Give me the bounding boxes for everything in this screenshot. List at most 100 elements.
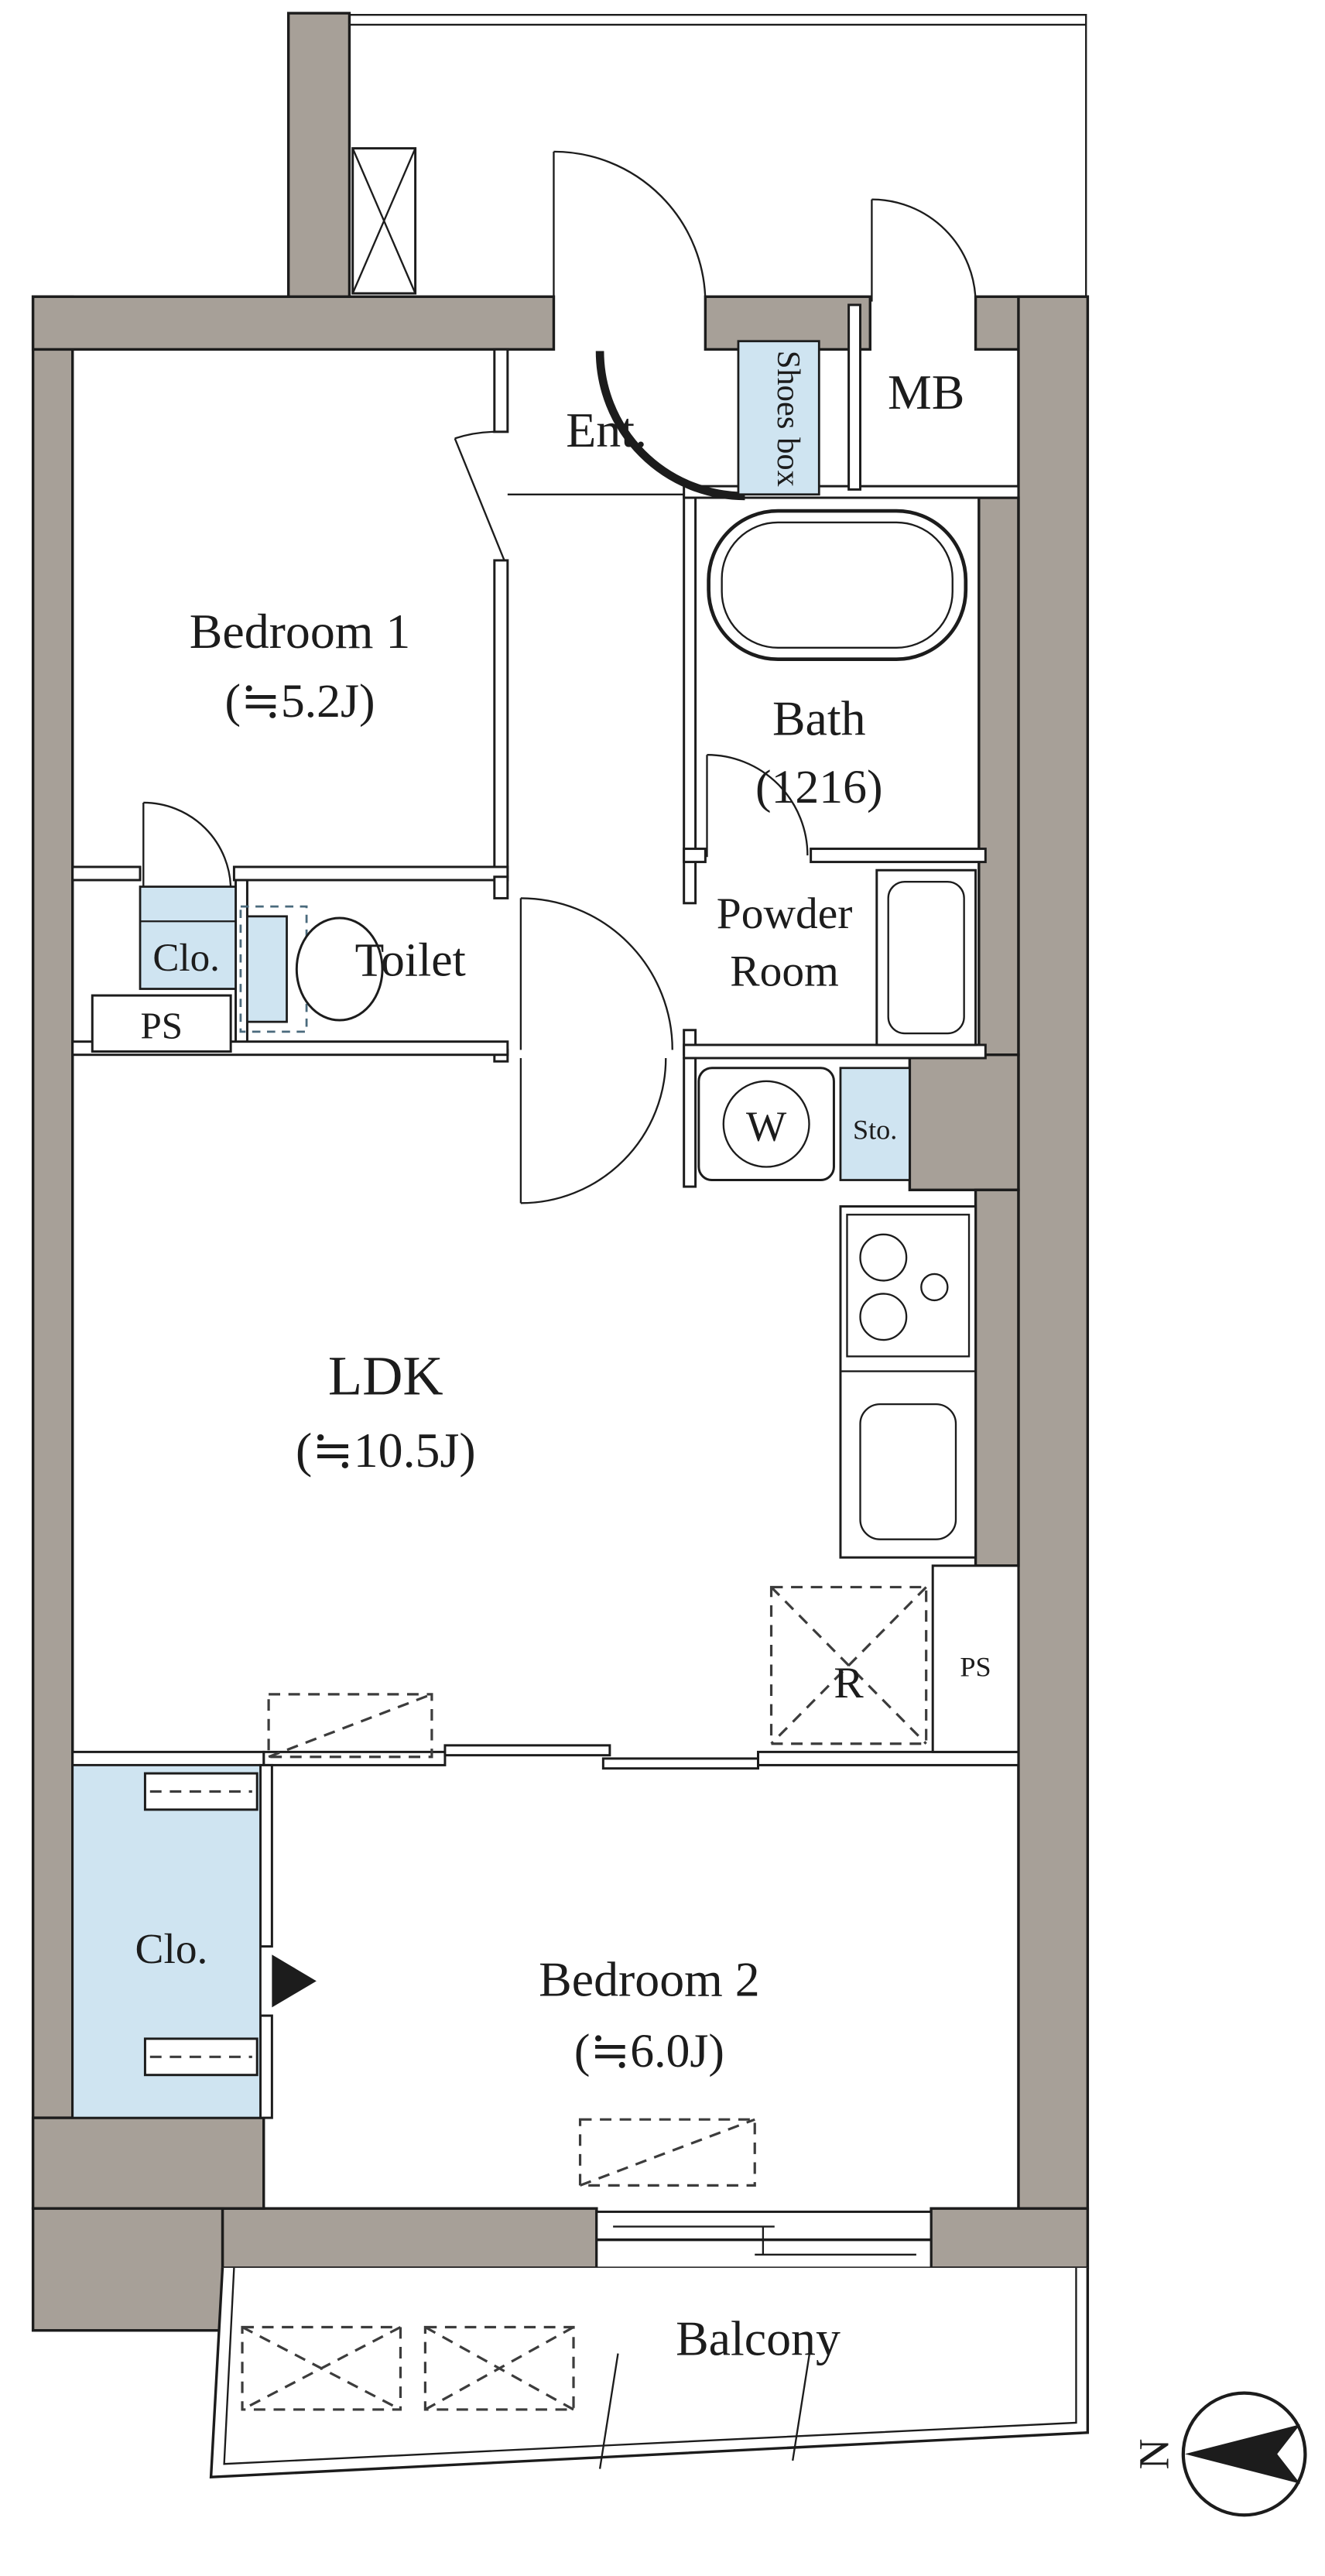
- wall-top-left: [31, 295, 556, 351]
- wall-storage-right: [908, 1053, 1020, 1192]
- closet1-door-arc: [143, 801, 232, 890]
- kitchen-sink: [859, 1403, 957, 1540]
- toilet-outline: [239, 905, 308, 1033]
- label-pipe-space2: PS: [960, 1651, 991, 1682]
- refrigerator-x2: [770, 1586, 927, 1745]
- compass: N: [1131, 2391, 1307, 2517]
- sliding-door-panel2: [601, 1757, 759, 1770]
- label-closet2: Clo.: [135, 1925, 208, 1972]
- wall-corridor-left: [286, 12, 351, 307]
- toilet-door-arc: [520, 897, 673, 1050]
- shoes-box: [737, 340, 820, 496]
- label-bath-size: (1216): [755, 761, 883, 814]
- pipe-space1-box: [91, 994, 232, 1053]
- doors: [142, 351, 809, 1204]
- label-powder-line2: Room: [730, 947, 839, 995]
- wall-kitchen-back: [974, 1188, 1020, 1567]
- balcony-rail-inner: [223, 2267, 1077, 2465]
- label-bedroom1: Bedroom 1: [190, 604, 411, 659]
- wall-toilet-right-a: [493, 875, 509, 899]
- label-refrigerator: R: [834, 1659, 864, 1708]
- toilet-bowl: [295, 916, 384, 1022]
- wall-powder-bottom: [683, 1043, 987, 1060]
- outer-walls: [31, 295, 1090, 2332]
- mb-door-swing-arc: [871, 198, 977, 303]
- label-pipe-space1: PS: [140, 1004, 182, 1046]
- wall-bath-powder-b: [810, 848, 987, 864]
- label-entrance: Ent.: [566, 402, 647, 457]
- label-toilet: Toilet: [355, 934, 466, 987]
- wall-bottom-corner: [31, 2207, 224, 2332]
- wall-washer-nook-left: [683, 1057, 697, 1188]
- label-meter-box: MB: [888, 365, 964, 420]
- wall-closet2-right-a: [258, 1763, 273, 1948]
- common-corridor: [286, 12, 1087, 307]
- ldk-dashed-diagonal: [268, 1693, 433, 1759]
- bedroom2-dashed-cabinet: [578, 2118, 756, 2187]
- wall-bottom-right-seg: [930, 2207, 1090, 2269]
- closet1-box: [139, 886, 237, 990]
- wall-toilet-left: [235, 879, 248, 1050]
- wall-hall-right-a: [683, 493, 697, 905]
- room-labels: Ent. MB Shoes box Bedroom 1 (≒5.2J) Bath…: [135, 351, 991, 2366]
- kitchen-counter: [839, 1205, 977, 1559]
- ldk-door-arc: [520, 1057, 667, 1204]
- balcony-floor: [211, 2267, 1088, 2478]
- bedroom2-dashed-diagonal: [579, 2118, 755, 2187]
- wall-right: [1017, 295, 1090, 2269]
- bedroom1-door-leaf: [454, 437, 505, 561]
- entrance-door-arc: [595, 351, 745, 501]
- sliding-door-panel1: [443, 1744, 611, 1757]
- bathtub-inner: [721, 521, 954, 649]
- balcony-divider2: [792, 2345, 812, 2461]
- pipe-space2-box: [931, 1564, 1020, 1753]
- label-bedroom2-size: (≒6.0J): [574, 2025, 724, 2078]
- compass-north-label: N: [1131, 2438, 1178, 2469]
- label-ldk: LDK: [328, 1344, 443, 1406]
- label-shoes-box: Shoes box: [770, 351, 806, 487]
- stove: [846, 1214, 971, 1358]
- wall-bedroom1-bottom-a: [71, 865, 142, 882]
- balcony-unit2-x2: [424, 2326, 574, 2411]
- washbasin-counter: [875, 868, 977, 1046]
- label-ldk-size: (≒10.5J): [296, 1423, 476, 1478]
- wall-bath-right: [977, 496, 1020, 1057]
- fixtures: [71, 340, 1020, 2269]
- wall-bottom-left-seg: [221, 2207, 598, 2269]
- label-closet1: Clo.: [152, 936, 220, 980]
- balcony-unit1-x2: [241, 2326, 402, 2411]
- duct-shaft-x2: [351, 148, 416, 294]
- washbasin-bowl: [887, 880, 965, 1035]
- washing-machine-drum: [722, 1080, 810, 1168]
- toilet-tank: [246, 915, 288, 1023]
- wall-closet2-right-b: [258, 2014, 273, 2119]
- wall-bath-powder-a: [683, 848, 707, 864]
- wall-bedroom1-right-b: [493, 559, 509, 879]
- burner-3: [920, 1273, 949, 1302]
- label-bedroom2: Bedroom 2: [539, 1952, 760, 2007]
- burner-2: [859, 1293, 908, 1341]
- wall-under-closet: [31, 2116, 265, 2210]
- corridor-border: [349, 13, 1087, 302]
- balcony-rail-outer: [209, 2267, 1090, 2479]
- wall-mb-left: [847, 303, 861, 491]
- label-storage: Sto.: [853, 1114, 897, 1145]
- front-door-swing-arc: [553, 150, 707, 303]
- label-balcony: Balcony: [676, 2311, 841, 2366]
- wall-ldk-bedroom2-b: [757, 1750, 1020, 1766]
- refrigerator-space: [769, 1585, 928, 1745]
- bath-door-arc: [707, 754, 809, 856]
- wall-left: [31, 295, 74, 2210]
- ldk-dashed-cabinet: [267, 1693, 433, 1759]
- wall-ldk-bedroom2-a: [262, 1750, 447, 1766]
- balcony-unit2: [423, 2325, 575, 2411]
- balcony-divider1: [598, 2353, 619, 2469]
- label-powder-line1: Powder: [717, 889, 853, 938]
- wall-closet2-top: [71, 1750, 265, 1766]
- bathtub: [707, 509, 968, 662]
- label-washer: W: [746, 1102, 787, 1149]
- storage-box: [839, 1067, 911, 1181]
- washing-machine: [697, 1067, 835, 1182]
